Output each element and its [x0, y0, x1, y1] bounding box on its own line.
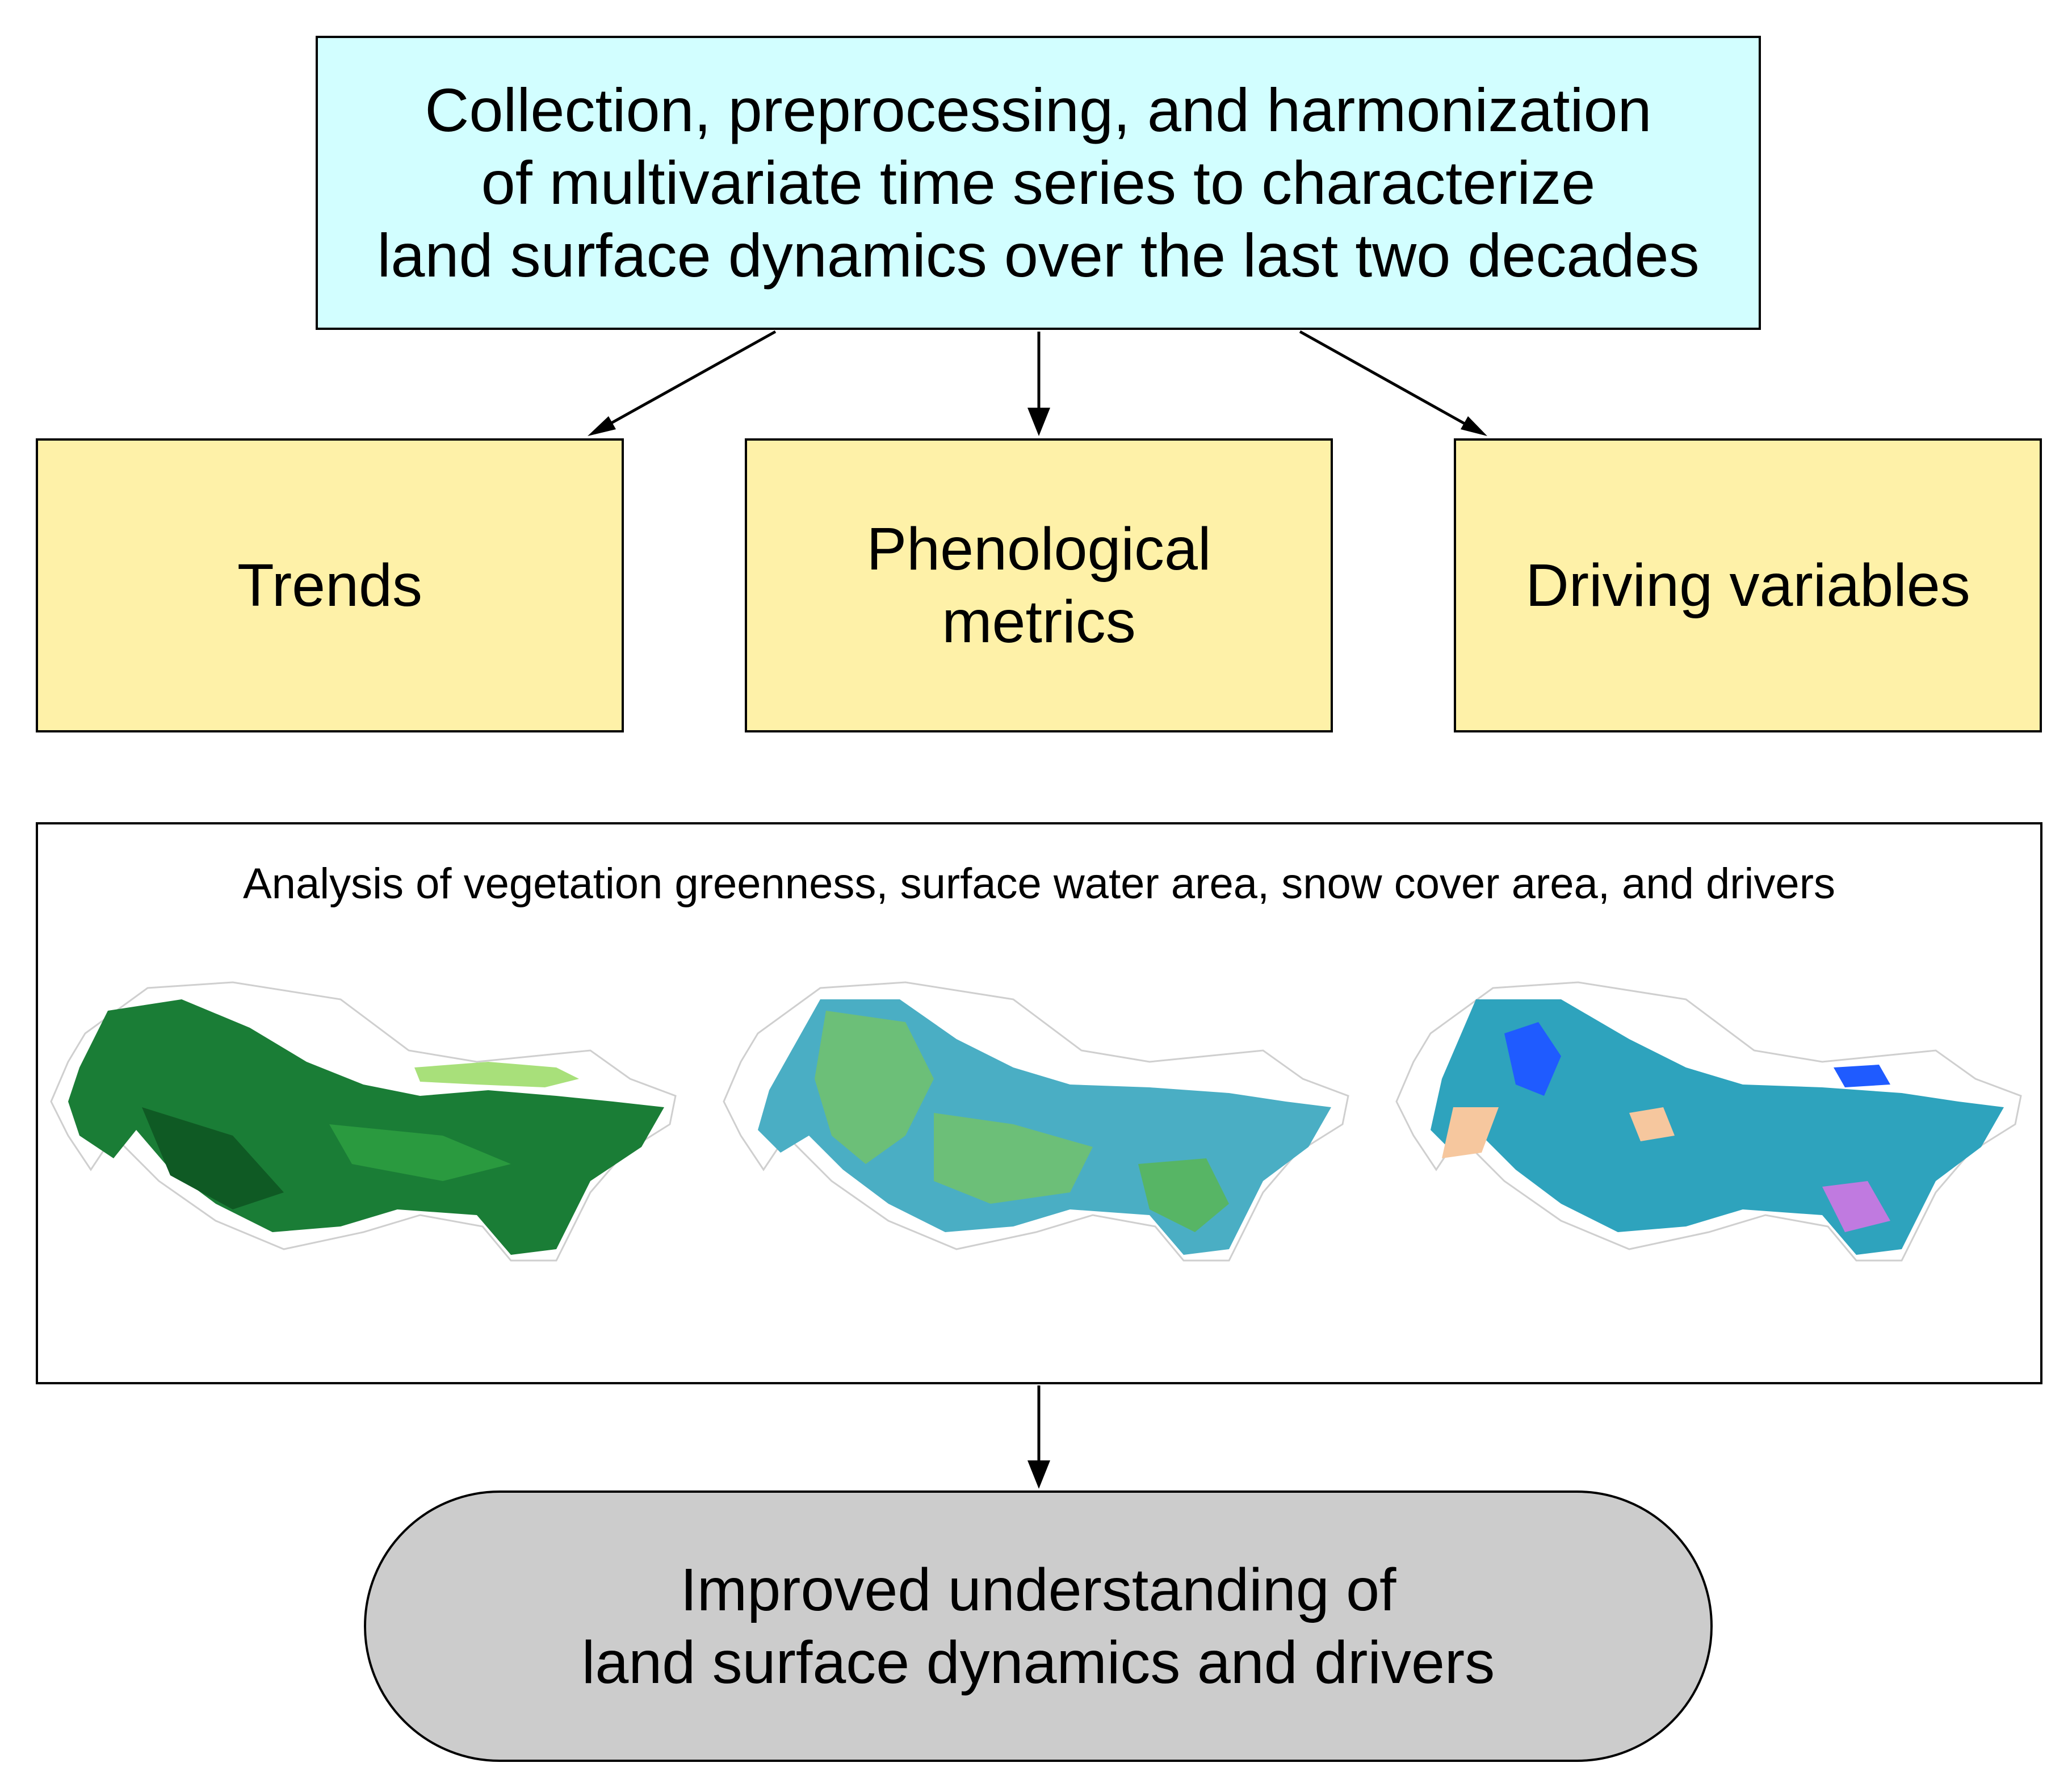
- trends-label: Trends: [237, 552, 422, 619]
- phenology-line-2: metrics: [942, 588, 1136, 655]
- phenological-metrics-box: Phenological metrics: [745, 438, 1333, 732]
- arrow-to-trends: [595, 330, 777, 433]
- trends-box: Trends: [36, 438, 624, 732]
- top-line-3: land surface dynamics over the last two …: [377, 221, 1700, 290]
- data-collection-box: Collection, preprocessing, and harmoniza…: [316, 36, 1761, 330]
- snow-cover-map: [1395, 981, 2022, 1262]
- analysis-title: Analysis of vegetation greenness, surfac…: [242, 860, 1836, 908]
- vegetation-greenness-map: [50, 981, 677, 1262]
- driving-variables-box: Driving variables: [1454, 438, 2042, 732]
- outcome-line-2: land surface dynamics and drivers: [581, 1629, 1495, 1696]
- outcome-box: Improved understanding of land surface d…: [364, 1490, 1713, 1762]
- top-line-2: of multivariate time series to character…: [481, 148, 1596, 217]
- outcome-line-1: Improved understanding of: [680, 1556, 1396, 1623]
- phenology-line-1: Phenological: [866, 516, 1211, 583]
- driving-variables-label: Driving variables: [1525, 552, 1970, 619]
- arrow-to-drivers: [1299, 330, 1480, 433]
- surface-water-map: [723, 981, 1349, 1262]
- top-line-1: Collection, preprocessing, and harmoniza…: [425, 76, 1652, 144]
